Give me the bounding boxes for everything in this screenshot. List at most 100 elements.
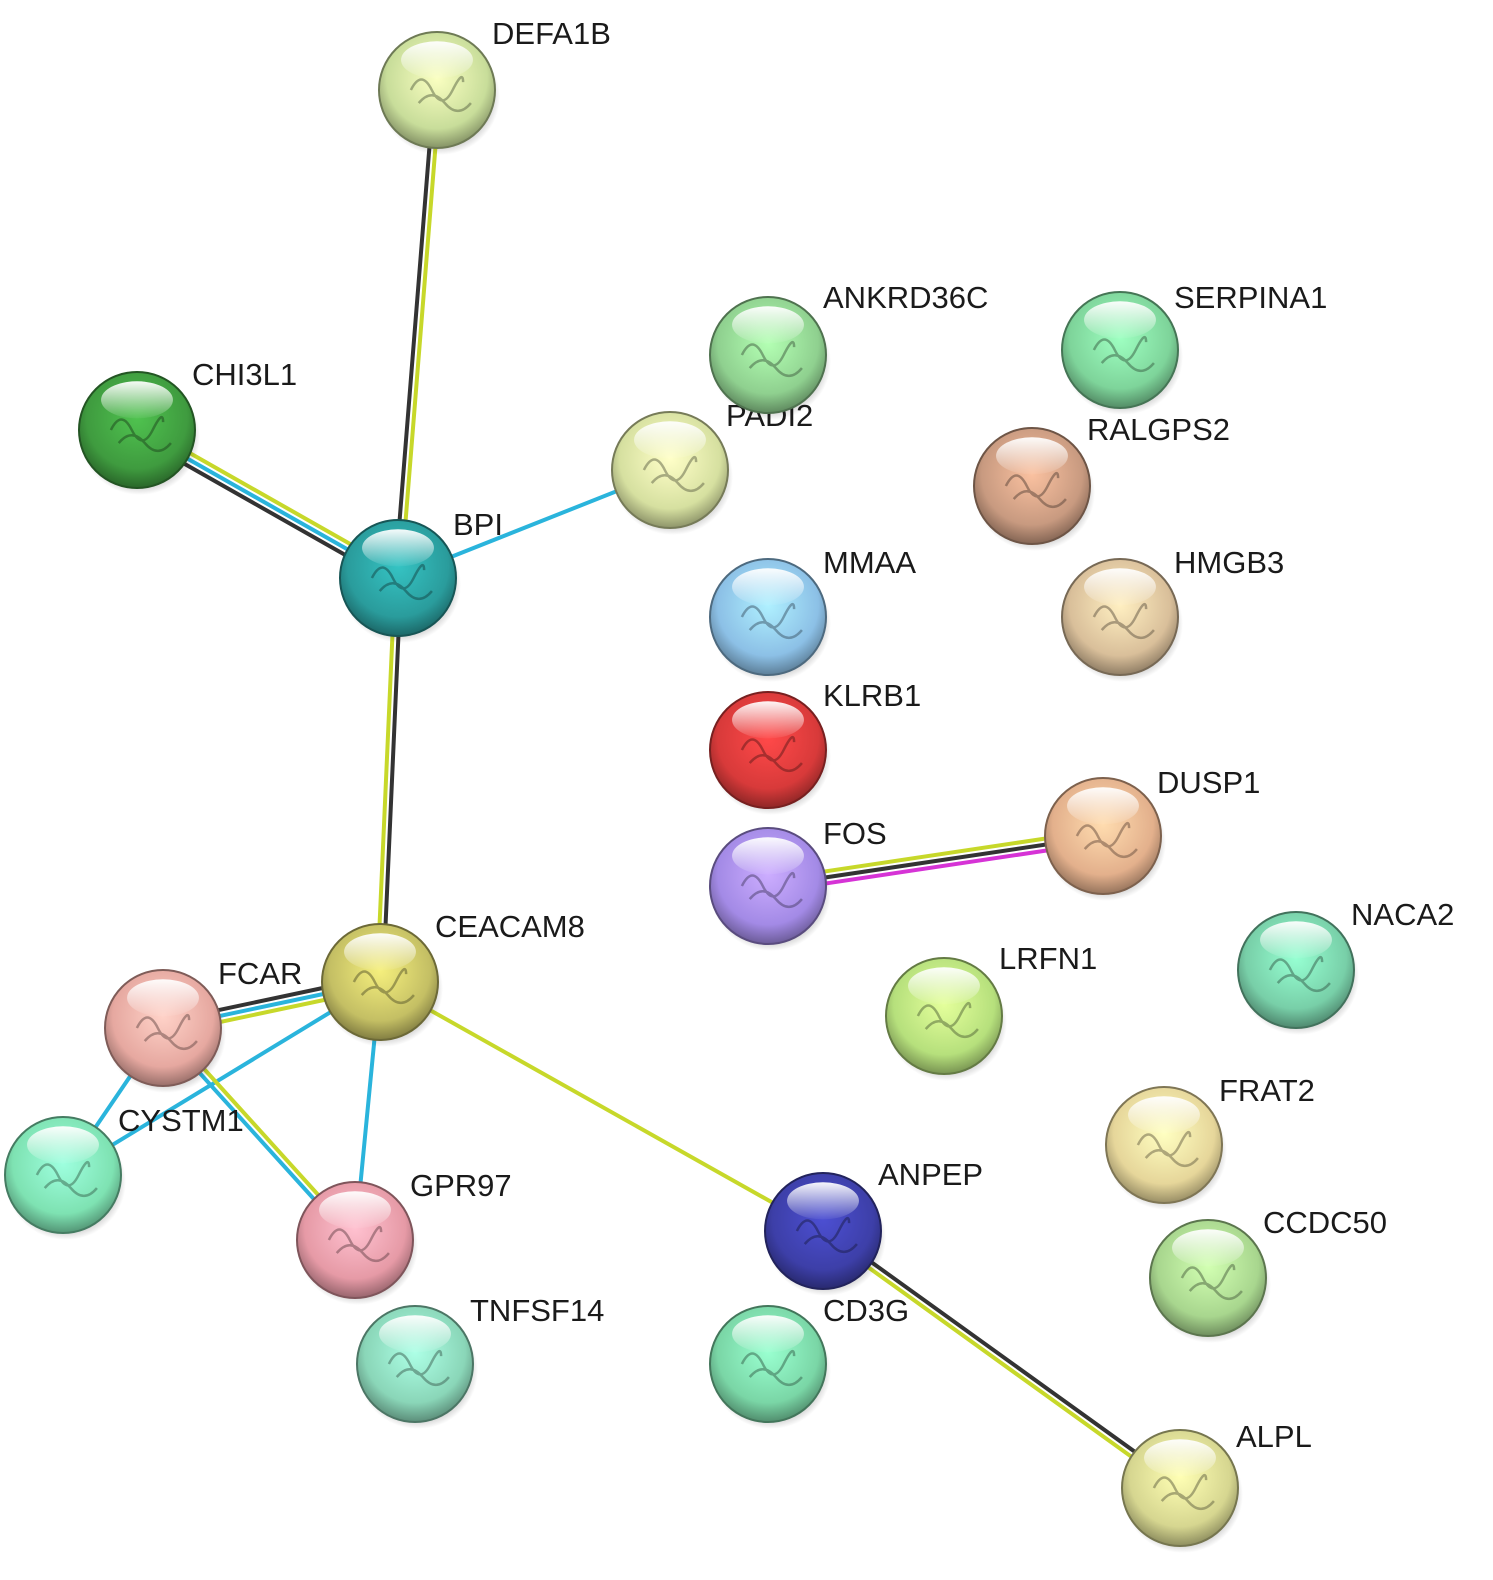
protein-structure-icon xyxy=(1092,602,1155,640)
edge-line-textmining xyxy=(819,1231,1181,1493)
node-label: GPR97 xyxy=(410,1168,512,1203)
node-gloss xyxy=(732,701,804,739)
node-label: DUSP1 xyxy=(1157,765,1260,800)
protein-structure-icon xyxy=(387,1349,450,1387)
node-gloss xyxy=(401,41,473,79)
node-tnfsf14[interactable]: TNFSF14 xyxy=(356,1293,604,1429)
node-cd3g[interactable]: CD3G xyxy=(709,1293,909,1429)
edge-line-coexpression xyxy=(380,576,403,985)
node-label: CHI3L1 xyxy=(192,357,297,392)
edge-bpi-defa1b xyxy=(393,87,442,581)
node-label: HMGB3 xyxy=(1174,545,1284,580)
protein-structure-icon xyxy=(409,75,472,113)
node-gloss xyxy=(732,837,804,875)
node-label: CCDC50 xyxy=(1263,1205,1387,1240)
node-gloss xyxy=(732,306,804,344)
node-label: SERPINA1 xyxy=(1174,280,1327,315)
node-dusp1[interactable]: DUSP1 xyxy=(1044,765,1260,901)
protein-structure-icon xyxy=(370,563,433,601)
edge-line-database xyxy=(61,980,382,1177)
protein-structure-icon xyxy=(135,1013,198,1051)
protein-structure-icon xyxy=(916,1001,979,1039)
node-defa1b[interactable]: DEFA1B xyxy=(378,16,611,155)
node-fos[interactable]: FOS xyxy=(709,816,887,951)
node-label: TNFSF14 xyxy=(470,1293,604,1328)
node-label: FCAR xyxy=(218,956,302,991)
node-label: RALGPS2 xyxy=(1087,412,1230,447)
node-gloss xyxy=(101,381,173,419)
node-label: DEFA1B xyxy=(492,16,611,51)
node-lrfn1[interactable]: LRFN1 xyxy=(885,941,1097,1081)
node-gloss xyxy=(1084,568,1156,606)
protein-structure-icon xyxy=(740,1349,803,1387)
node-mmaa[interactable]: MMAA xyxy=(709,545,916,682)
node-label: NACA2 xyxy=(1351,897,1454,932)
node-gloss xyxy=(1144,1439,1216,1477)
node-gloss xyxy=(1260,921,1332,959)
edge-line-coexpression xyxy=(822,1226,1184,1488)
node-label: CEACAM8 xyxy=(435,909,585,944)
node-label: CD3G xyxy=(823,1293,909,1328)
node-gloss xyxy=(1067,787,1139,825)
protein-structure-icon xyxy=(740,602,803,640)
node-gloss xyxy=(344,933,416,971)
node-alpl[interactable]: ALPL xyxy=(1121,1419,1312,1553)
node-chi3l1[interactable]: CHI3L1 xyxy=(78,357,297,495)
protein-structure-icon xyxy=(740,735,803,773)
protein-structure-icon xyxy=(35,1160,98,1198)
node-label: ALPL xyxy=(1236,1419,1312,1454)
protein-structure-icon xyxy=(1152,1473,1215,1511)
edges-layer xyxy=(61,87,1184,1493)
node-ankrd36c[interactable]: ANKRD36C xyxy=(709,280,988,420)
node-serpina1[interactable]: SERPINA1 xyxy=(1061,280,1327,415)
node-bpi[interactable]: BPI xyxy=(339,507,503,643)
node-label: FRAT2 xyxy=(1219,1073,1315,1108)
node-gloss xyxy=(732,1315,804,1353)
node-label: ANKRD36C xyxy=(823,280,988,315)
edge-line-textmining xyxy=(375,575,398,984)
node-label: LRFN1 xyxy=(999,941,1097,976)
edge-ceacam8-cystm1 xyxy=(61,980,382,1177)
node-gloss xyxy=(27,1126,99,1164)
node-ceacam8[interactable]: CEACAM8 xyxy=(321,909,585,1047)
edge-line-textmining xyxy=(378,980,825,1233)
edge-anpep-alpl xyxy=(819,1226,1184,1493)
protein-structure-icon xyxy=(642,455,705,493)
node-gloss xyxy=(127,979,199,1017)
node-frat2[interactable]: FRAT2 xyxy=(1105,1073,1315,1210)
protein-structure-icon xyxy=(1004,471,1067,509)
node-label: KLRB1 xyxy=(823,678,921,713)
nodes-layer: DEFA1BCHI3L1BPIPADI2ANKRD36CSERPINA1RALG… xyxy=(4,16,1454,1553)
protein-structure-icon xyxy=(1075,821,1138,859)
node-label: CYSTM1 xyxy=(118,1103,244,1138)
node-gloss xyxy=(732,568,804,606)
node-cystm1[interactable]: CYSTM1 xyxy=(4,1103,244,1240)
node-gloss xyxy=(1128,1096,1200,1134)
node-gpr97[interactable]: GPR97 xyxy=(296,1168,512,1305)
protein-structure-icon xyxy=(740,340,803,378)
node-klrb1[interactable]: KLRB1 xyxy=(709,678,921,815)
protein-structure-icon xyxy=(1268,955,1331,993)
node-label: FOS xyxy=(823,816,887,851)
edge-ceacam8-anpep xyxy=(378,980,825,1233)
edge-line-coexpression xyxy=(393,87,437,580)
node-fcar[interactable]: FCAR xyxy=(104,956,302,1093)
edge-line-textmining xyxy=(398,88,442,581)
node-anpep[interactable]: ANPEP xyxy=(764,1157,983,1296)
node-gloss xyxy=(634,421,706,459)
protein-structure-icon xyxy=(795,1216,858,1254)
node-ccdc50[interactable]: CCDC50 xyxy=(1149,1205,1387,1343)
node-gloss xyxy=(908,967,980,1005)
node-label: MMAA xyxy=(823,545,916,580)
protein-structure-icon xyxy=(1136,1130,1199,1168)
protein-structure-icon xyxy=(1092,335,1155,373)
node-gloss xyxy=(996,437,1068,475)
protein-structure-icon xyxy=(1180,1263,1243,1301)
node-gloss xyxy=(1172,1229,1244,1267)
node-hmgb3[interactable]: HMGB3 xyxy=(1061,545,1284,682)
node-label: BPI xyxy=(453,507,503,542)
node-ralgps2[interactable]: RALGPS2 xyxy=(973,412,1230,551)
protein-structure-icon xyxy=(109,415,172,453)
node-naca2[interactable]: NACA2 xyxy=(1237,897,1454,1035)
